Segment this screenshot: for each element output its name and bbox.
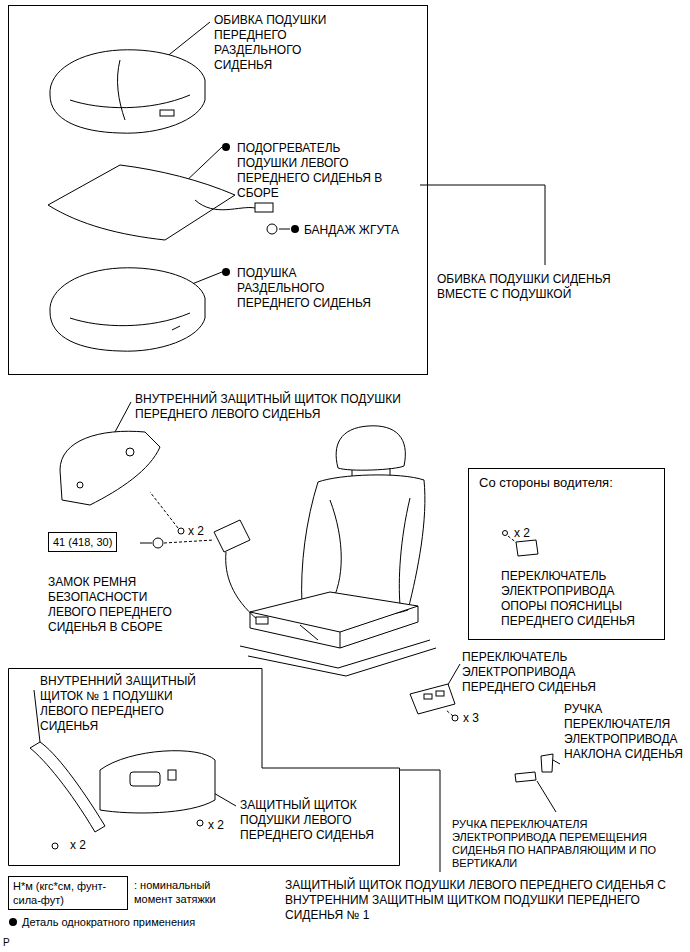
leader-line — [115, 402, 131, 432]
leader-line — [537, 781, 556, 812]
part-name: ВНУТРЕННИЙ ЗАЩИТНЫЙ ЩИТОК № 1 ПОДУШКИ ЛЕ… — [40, 674, 215, 734]
leader-line — [400, 770, 440, 872]
group-outline — [9, 669, 400, 866]
seat-assembly — [330, 498, 410, 605]
leader-line — [140, 543, 152, 544]
seat-assembly — [250, 606, 418, 648]
seat-cushion-pad — [70, 313, 190, 326]
part-name: ПОДУШКА РАЗДЕЛЬНОГО ПЕРЕДНЕГО СИДЕНЬЯ — [237, 266, 377, 311]
cushion-cover — [160, 110, 174, 116]
quantity: x 2 — [188, 524, 204, 539]
part-name: ОБИВКА ПОДУШКИ СИДЕНЬЯ ВМЕСТЕ С ПОДУШКОЙ — [437, 272, 642, 302]
cushion-shield — [100, 751, 215, 813]
seat-heater — [195, 200, 255, 210]
seat-cushion-pad — [50, 268, 205, 351]
cushion-inner-shield — [60, 431, 160, 505]
inset-box: Со стороны водителя: x 2 ПЕРЕКЛЮЧАТЕЛЬ ЭЛЕ… — [468, 468, 665, 640]
seat-belt-buckle — [214, 520, 268, 624]
switch-symbol — [516, 540, 538, 556]
cushion-shield — [30, 742, 215, 832]
torque-box: 41 (418, 30) — [48, 532, 117, 552]
cushion-cover — [50, 50, 205, 133]
screw-symbol — [452, 715, 458, 721]
cushion-cover — [118, 60, 125, 120]
leader-line — [553, 760, 560, 764]
cushion-inner-shield — [126, 448, 134, 456]
cushion-shield — [168, 770, 176, 780]
seat-assembly — [240, 640, 436, 676]
leader-line — [164, 540, 214, 543]
part-name: Со стороны водителя: — [479, 475, 659, 491]
part-name: БАНДАЖ ЖГУТА — [304, 223, 424, 238]
part-name: ПЕРЕКЛЮЧАТЕЛЬ ЭЛЕКТРОПРИВОДА ОПОРЫ ПОЯСН… — [501, 569, 641, 629]
switch-symbol — [541, 754, 553, 772]
cushion-shield — [30, 742, 105, 832]
seat-heater — [255, 203, 273, 212]
seat-cushion-pad — [50, 268, 205, 351]
leader-line — [212, 792, 236, 806]
leader-line — [34, 22, 560, 872]
quantity: x 2 — [70, 838, 86, 853]
screw-symbol — [153, 538, 163, 548]
screw-symbol — [178, 528, 184, 534]
seat-assembly — [300, 625, 318, 640]
part-name: ЗАЩИТНЫЙ ЩИТОК ПОДУШКИ ЛЕВОГО ПЕРЕДНЕГО … — [240, 798, 380, 843]
single-use-dot — [291, 225, 299, 233]
leader-line — [150, 492, 178, 528]
leader-line — [34, 690, 40, 742]
page-mark: P — [3, 936, 10, 949]
part-name: ОБИВКА ПОДУШКИ ПЕРЕДНЕГО РАЗДЕЛЬНОГО СИД… — [214, 13, 339, 73]
part-name: Н*м (кгс*см, фунт-сила-фут) — [13, 879, 123, 907]
part-name: ЗАМОК РЕМНЯ БЕЗОПАСНОСТИ ЛЕВОГО ПЕРЕДНЕГ… — [48, 575, 198, 635]
cushion-cover — [50, 50, 205, 133]
legend-text: Деталь однократного применения — [22, 915, 272, 929]
part-name: ЗАЩИТНЫЙ ЩИТОК ПОДУШКИ ЛЕВОГО ПЕРЕДНЕГО … — [285, 878, 680, 923]
seat-heater — [48, 165, 235, 240]
screw-symbol — [197, 820, 203, 826]
seat-assembly — [250, 592, 418, 632]
leader-line — [279, 229, 290, 230]
part-name: ПЕРЕКЛЮЧАТЕЛЬ ЭЛЕКТРОПРИВОДА ПЕРЕДНЕГО С… — [462, 650, 612, 695]
screw-symbol — [503, 531, 508, 536]
seat-belt-buckle — [256, 617, 268, 624]
cushion-shield — [130, 772, 160, 786]
switch-symbol — [410, 684, 455, 714]
seat-assembly — [336, 426, 405, 470]
leader-line — [420, 185, 545, 265]
seat-assembly — [240, 426, 436, 676]
group-box: ОБИВКА ПОДУШКИ ПЕРЕДНЕГО РАЗДЕЛЬНОГО СИД… — [8, 5, 428, 375]
quantity: x 3 — [463, 711, 479, 726]
group-box: ВНУТРЕННИЙ ЗАЩИТНЫЙ ЩИТОК № 1 ПОДУШКИ ЛЕ… — [8, 668, 400, 866]
legend-text: : номинальный момент затяжки — [134, 878, 244, 906]
single-use-dot — [222, 268, 230, 276]
seat-heater — [267, 224, 277, 234]
single-use-dot — [222, 143, 230, 151]
seat-belt-buckle — [226, 552, 258, 620]
quantity: x 2 — [514, 526, 530, 541]
part-name: РУЧКА ПЕРЕКЛЮЧАТЕЛЯ ЭЛЕКТРОПРИВОДА НАКЛО… — [564, 702, 686, 762]
screw-symbol — [52, 843, 58, 849]
cushion-cover — [70, 95, 190, 108]
cushion-inner-shield — [77, 482, 83, 488]
seat-belt-buckle — [214, 520, 250, 552]
part-name: 41 (418, 30) — [53, 535, 112, 549]
part-name: ПОДОГРЕВАТЕЛЬ ПОДУШКИ ЛЕВОГО ПЕРЕДНЕГО С… — [237, 141, 387, 201]
seat-cushion-pad — [172, 326, 180, 330]
switch-symbol — [436, 691, 444, 696]
part-name: РУЧКА ПЕРЕКЛЮЧАТЕЛЯ ЭЛЕКТРОПРИВОДА ПЕРЕМ… — [452, 818, 687, 870]
torque-legend-box: Н*м (кгс*см, фунт-сила-фут) — [8, 876, 128, 910]
switch-symbol — [424, 694, 432, 699]
cushion-inner-shield — [60, 431, 160, 505]
leader-line — [446, 710, 453, 716]
switch-symbol — [515, 772, 536, 782]
quantity: x 2 — [208, 818, 224, 833]
part-name: ВНУТРЕННИЙ ЗАЩИТНЫЙ ЩИТОК ПОДУШКИ ПЕРЕДН… — [135, 392, 435, 422]
single-use-dot — [9, 918, 17, 926]
